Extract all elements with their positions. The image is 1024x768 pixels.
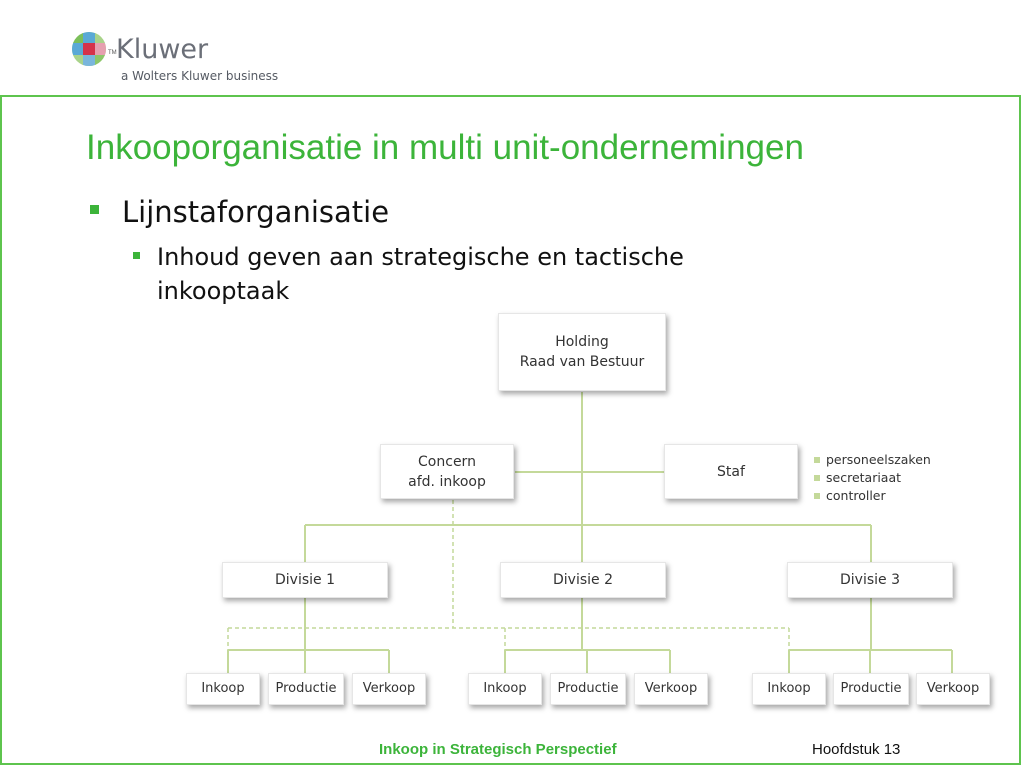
unit-label: Productie [557, 681, 619, 696]
box-divisie-2: Divisie 2 [500, 562, 666, 598]
box-div3-inkoop: Inkoop [752, 673, 826, 705]
staf-label: Staf [717, 463, 745, 480]
box-div1-verkoop: Verkoop [352, 673, 426, 705]
concern-line-2: afd. inkoop [408, 473, 486, 490]
unit-label: Verkoop [644, 681, 698, 696]
staf-item: personeelszaken [814, 451, 931, 469]
box-concern-inkoop: Concern afd. inkoop [380, 444, 514, 499]
box-div2-verkoop: Verkoop [634, 673, 708, 705]
footer-book-title: Inkoop in Strategisch Perspectief [379, 741, 617, 758]
unit-label: Productie [840, 681, 902, 696]
staf-item: secretariaat [814, 469, 931, 487]
divisie-3-label: Divisie 3 [840, 572, 900, 588]
unit-label: Verkoop [926, 681, 980, 696]
trademark-text: TM [108, 50, 117, 56]
bullet-level-1-text: Lijnstaforganisatie [122, 195, 390, 229]
kluwer-logo: TM Kluwer a Wolters Kluwer business [72, 30, 332, 90]
concern-line-1: Concern [418, 453, 476, 470]
slide-title: Inkooporganisatie in multi unit-ondernem… [86, 128, 804, 167]
box-divisie-1: Divisie 1 [222, 562, 388, 598]
divisie-1-label: Divisie 1 [275, 572, 335, 588]
box-holding: Holding Raad van Bestuur [498, 313, 666, 391]
box-div3-productie: Productie [833, 673, 909, 705]
unit-label: Inkoop [767, 681, 811, 696]
box-divisie-3: Divisie 3 [787, 562, 953, 598]
box-div3-verkoop: Verkoop [916, 673, 990, 705]
slide-frame [0, 95, 1021, 765]
box-div2-inkoop: Inkoop [468, 673, 542, 705]
bullet-square-icon [90, 205, 99, 214]
list-square-icon [814, 475, 820, 481]
staf-item-text: secretariaat [826, 470, 902, 485]
staf-item: controller [814, 487, 931, 505]
box-div2-productie: Productie [550, 673, 626, 705]
holding-line-2: Raad van Bestuur [519, 354, 645, 370]
footer-chapter: Hoofdstuk 13 [812, 741, 901, 758]
unit-label: Inkoop [483, 681, 527, 696]
unit-label: Inkoop [201, 681, 245, 696]
unit-label: Productie [275, 681, 337, 696]
list-square-icon [814, 493, 820, 499]
box-div1-productie: Productie [268, 673, 344, 705]
logo-wordmark: Kluwer [116, 34, 209, 65]
bullet-square-icon [133, 252, 140, 259]
logo-tagline: a Wolters Kluwer business [121, 69, 279, 83]
unit-label: Verkoop [362, 681, 416, 696]
box-div1-inkoop: Inkoop [186, 673, 260, 705]
holding-line-1: Holding [555, 334, 609, 350]
staf-item-text: controller [826, 488, 886, 503]
staf-item-text: personeelszaken [826, 452, 931, 467]
staf-list: personeelszaken secretariaat controller [814, 451, 931, 505]
list-square-icon [814, 457, 820, 463]
divisie-2-label: Divisie 2 [553, 572, 613, 588]
kluwer-globe-icon [72, 32, 106, 66]
bullet-level-2-text: Inhoud geven aan strategische en tactisc… [157, 243, 684, 305]
box-staf: Staf [664, 444, 798, 499]
